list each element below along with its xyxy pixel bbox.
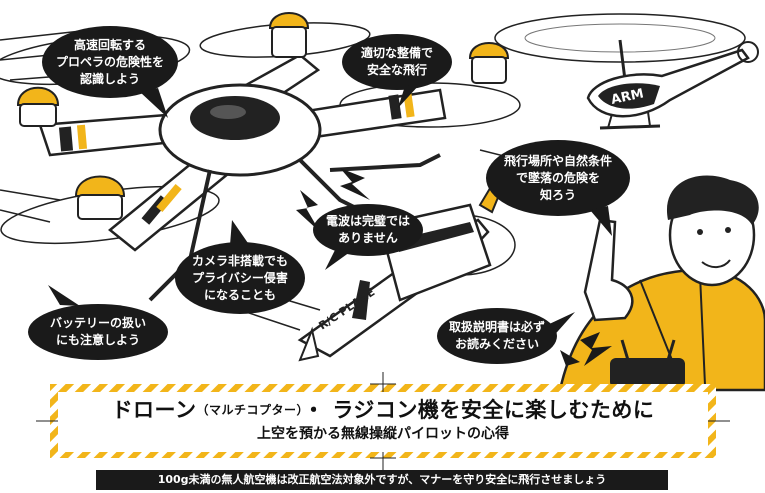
bubble-propeller-warning: 高速回転する プロペラの危険性を 認識しよう bbox=[55, 37, 164, 86]
helicopter-label: ARM bbox=[610, 86, 645, 108]
notice-bar: 100g未満の無人航空機は改正航空法対象外ですが、マナーを守り安全に飛行させまし… bbox=[96, 470, 668, 490]
drone-illustration bbox=[0, 12, 521, 302]
title-parenthetical: （マルチコプター） bbox=[196, 403, 304, 417]
bubble-flight-location: 飛行場所や自然条件 で墜落の危険を 知ろう bbox=[503, 153, 612, 202]
speech-bubbles bbox=[28, 26, 630, 364]
helicopter-illustration: ARM bbox=[494, 13, 759, 130]
bubble-camera-privacy: カメラ非搭載でも プライバシー侵害 になることも bbox=[191, 253, 288, 302]
bubble-battery: バッテリーの扱い にも注意しよう bbox=[49, 316, 146, 347]
pilot-illustration bbox=[558, 175, 765, 392]
bubble-radio-warning: 電波は完璧では ありません bbox=[325, 214, 410, 245]
page-title: ドローン（マルチコプター）・ ラジコン機を安全に楽しむために bbox=[111, 398, 655, 422]
title-block: ドローン（マルチコプター）・ ラジコン機を安全に楽しむために 上空を預かる無線操… bbox=[58, 392, 708, 452]
page-subtitle: 上空を預かる無線操縦パイロットの心得 bbox=[257, 426, 509, 442]
bubble-maintenance: 適切な整備で 安全な飛行 bbox=[360, 46, 433, 77]
bubble-manual: 取扱説明書は必ず お読みください bbox=[448, 320, 545, 351]
radio-warning-symbols bbox=[296, 168, 612, 366]
